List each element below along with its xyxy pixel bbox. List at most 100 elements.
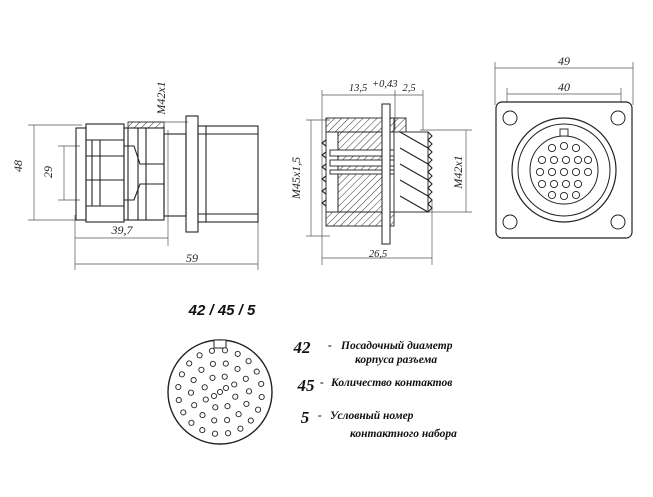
legend-num: 45	[297, 376, 316, 395]
contact-pin-icon	[537, 179, 547, 189]
contact-pin-icon	[175, 383, 182, 391]
contact-pin-icon	[187, 389, 195, 396]
dim-gap: 13,5	[349, 83, 367, 94]
contact-pin-icon	[559, 141, 569, 151]
contact-pin-icon	[212, 404, 219, 411]
contact-pin-icon	[222, 384, 230, 392]
contact-pin-icon	[231, 381, 238, 388]
contact-pin-icon	[573, 179, 583, 189]
dim-depth: 26,5	[369, 249, 387, 260]
legend-dash: -	[320, 377, 324, 389]
contact-pin-icon	[199, 412, 206, 419]
contact-pin-icon	[191, 402, 198, 409]
contact-pin-icon	[547, 143, 557, 153]
mount-hole-icon	[502, 214, 518, 230]
contact-pin-icon	[211, 430, 219, 437]
legend-text-line1: Посадочный диаметр	[340, 339, 453, 352]
contact-pin-icon	[253, 368, 260, 375]
legend-num: 42	[293, 338, 312, 357]
dim-thread-inner: M42x1	[451, 155, 465, 189]
dim-length-body: 39,7	[111, 223, 134, 237]
contact-pin-icon	[255, 406, 262, 413]
contact-pin-icon	[209, 360, 216, 367]
contact-pin-icon	[237, 425, 244, 432]
legend-num: 5	[301, 408, 310, 427]
contact-pin-icon	[224, 417, 231, 424]
contact-pin-icon	[196, 352, 203, 359]
contact-pin-icon	[224, 403, 231, 410]
contact-pin-icon	[571, 190, 581, 200]
contact-pin-icon	[547, 190, 557, 200]
contact-pin-icon	[234, 365, 241, 372]
contact-pin-icon	[245, 358, 252, 365]
contact-pin-icon	[258, 380, 265, 387]
contact-pin-icon	[201, 384, 208, 391]
section-view: 13,5 +0,43 2,5 M45x1,5 M42x1 26,5	[289, 79, 472, 265]
front-contact-grid	[535, 141, 593, 201]
contact-pin-icon	[234, 350, 241, 357]
contact-pin-icon	[547, 167, 557, 177]
contact-pin-icon	[247, 417, 254, 424]
code-legend: 42 / 45 / 5 42 - Посадочный диаметр корп…	[167, 302, 457, 445]
legend-row-1: 42 - Посадочный диаметр корпуса разъема	[293, 338, 453, 366]
contact-pin-icon	[221, 347, 229, 354]
legend-row-2: 45 - Количество контактов	[297, 376, 453, 395]
contact-pin-icon	[258, 393, 265, 401]
contact-pin-icon	[235, 411, 242, 418]
contact-pin-icon	[537, 155, 547, 165]
contact-face-diagram	[167, 339, 273, 445]
contact-pin-icon	[571, 167, 581, 177]
contact-pin-icon	[232, 393, 239, 400]
contact-pin-icon	[245, 388, 253, 395]
front-view: 49 40	[494, 54, 634, 239]
contact-pin-icon	[583, 167, 593, 177]
contact-pin-icon	[559, 167, 569, 177]
dim-thread-outer: M45x1,5	[289, 157, 303, 200]
contact-pin-icon	[549, 179, 559, 189]
contact-pin-icon	[208, 347, 215, 354]
contact-pin-icon	[199, 427, 206, 434]
contact-pin-icon	[535, 167, 545, 177]
contact-pin-icon	[243, 400, 250, 407]
legend-text-line2: контактного набора	[350, 428, 457, 440]
dim-width-outer: 49	[558, 54, 570, 68]
mount-hole-icon	[610, 110, 626, 126]
contact-pin-icon	[211, 417, 218, 424]
mount-hole-icon	[502, 110, 518, 126]
contact-pin-icon	[209, 374, 216, 381]
contact-pin-icon	[242, 375, 249, 382]
dim-flange: 2,5	[402, 83, 415, 94]
contact-pin-icon	[202, 396, 209, 403]
contact-pin-icon	[175, 397, 182, 404]
legend-text-line1: Условный номер	[330, 409, 414, 422]
dim-gap-tolerance: +0,43	[372, 79, 397, 90]
legend-dash: -	[328, 340, 332, 352]
legend-row-3: 5 - Условный номер контактного набора	[301, 408, 457, 440]
contact-pin-icon	[561, 179, 571, 189]
contact-pin-icon	[178, 371, 185, 378]
contact-pin-icon	[225, 430, 232, 437]
dim-width-inner: 40	[558, 80, 570, 94]
contact-pin-icon	[180, 409, 187, 416]
dim-thread-side: M42x1	[154, 81, 168, 115]
legend-dash: -	[318, 410, 322, 422]
dim-height-inner: 29	[41, 166, 55, 178]
contact-pin-icon	[561, 155, 571, 165]
contact-pin-icon	[559, 191, 569, 201]
contact-pin-icon	[210, 392, 218, 400]
contact-pin-icon	[186, 360, 193, 367]
contact-pin-icon	[216, 388, 224, 396]
mount-hole-icon	[610, 214, 626, 230]
contact-pin-icon	[571, 143, 581, 153]
contact-pin-icon	[573, 155, 583, 165]
contact-pin-icon	[221, 373, 228, 380]
contact-pin-icon	[222, 360, 229, 367]
contact-pin-icon	[190, 377, 197, 384]
side-view: 48 29 39,7 59 M42x1	[11, 81, 259, 270]
contact-pin-icon	[188, 419, 195, 426]
contact-pin-icon	[583, 155, 593, 165]
legend-text-line1: Количество контактов	[330, 377, 452, 389]
legend-text-line2: корпуса разъема	[355, 354, 437, 366]
contact-pin-icon	[198, 366, 205, 373]
